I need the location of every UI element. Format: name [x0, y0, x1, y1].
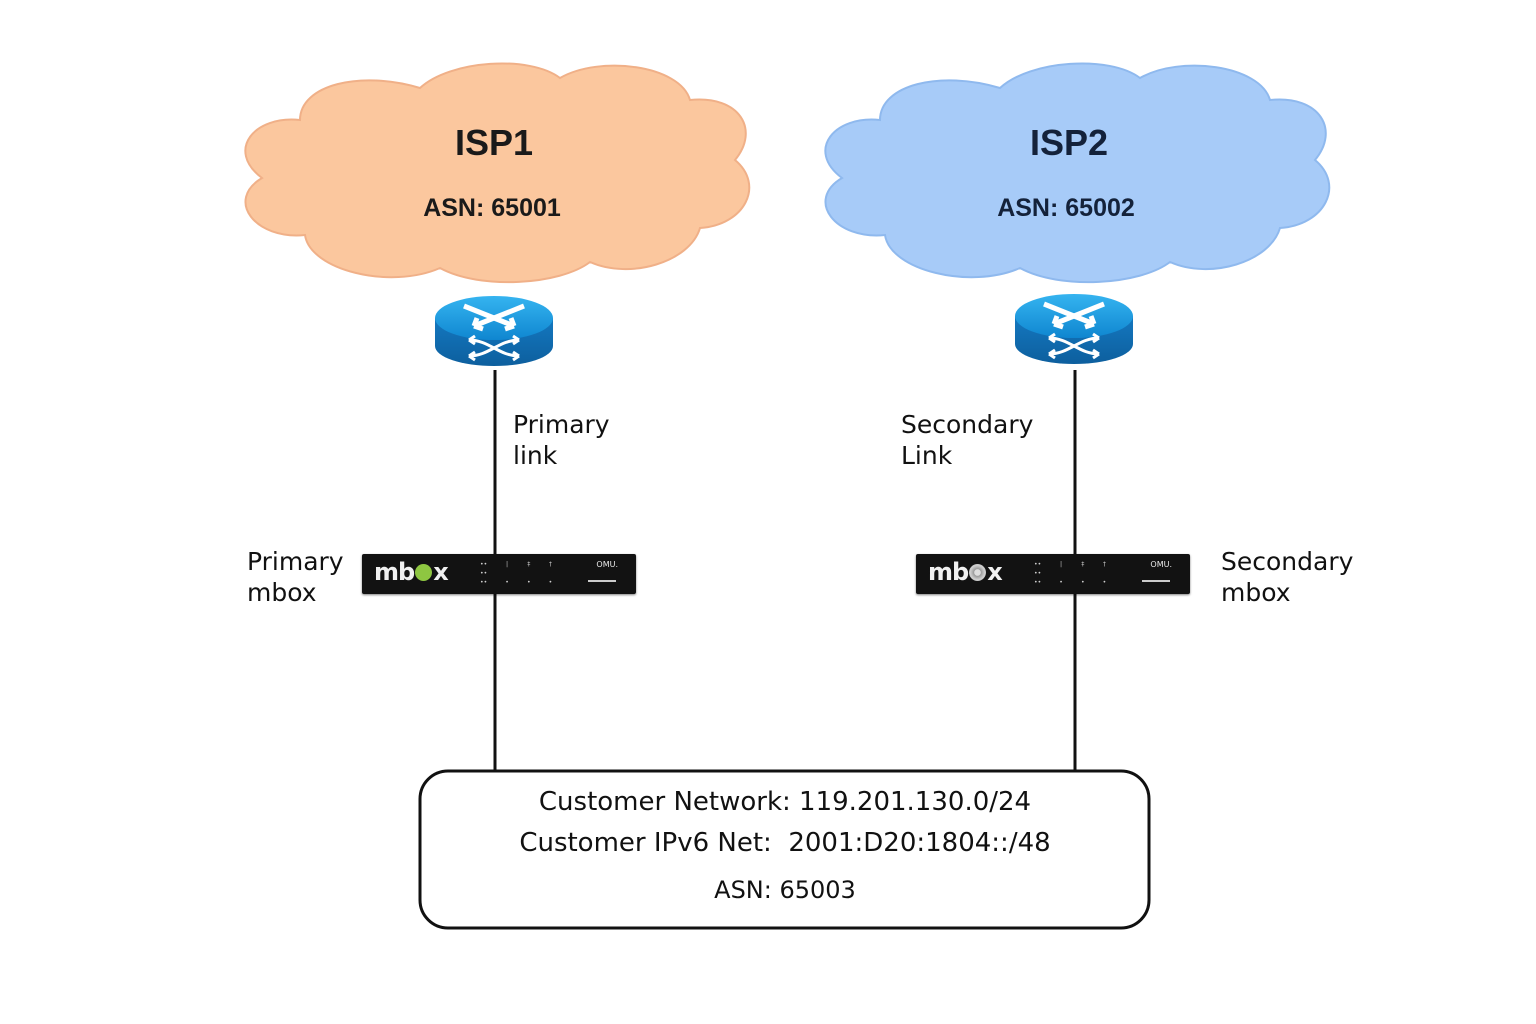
mbox-logo-o-icon: [969, 564, 987, 581]
primary-mbox-label-line2: mbox: [247, 578, 317, 607]
mbox-logo-o-icon: [415, 564, 433, 581]
secondary-mbox-label-line1: Secondary: [1221, 547, 1354, 576]
secondary-link-label-line1: Secondary: [901, 410, 1034, 439]
customer-ipv6-text: Customer IPv6 Net: 2001:D20:1804::/48: [519, 828, 1051, 858]
primary-mbox-label-line1: Primary: [247, 547, 344, 576]
panel-model-label: OMU.: [596, 560, 618, 569]
primary-link-label-line2: link: [513, 441, 558, 470]
secondary-link-label: Secondary Link: [901, 409, 1033, 471]
panel-slot-icon: [588, 580, 616, 582]
customer-asn-text: ASN: 65003: [714, 876, 856, 904]
isp1-router-icon: [435, 296, 553, 366]
isp1-cloud: [244, 62, 751, 284]
primary-mbox-label: Primary mbox: [247, 546, 344, 608]
status-leds-icon: •• | ‡ †•••• • • •: [480, 561, 553, 586]
isp1-name: ISP1: [454, 122, 534, 163]
primary-link-label-line1: Primary: [513, 410, 610, 439]
panel-model-label: OMU.: [1150, 560, 1172, 569]
customer-network-text: Customer Network: 119.201.130.0/24: [538, 787, 1032, 817]
isp1-asn: ASN: 65001: [423, 194, 561, 222]
secondary-mbox-label-line2: mbox: [1221, 578, 1291, 607]
isp2-cloud: [824, 62, 1331, 284]
customer-network-box: [418, 769, 1151, 930]
secondary-link-label-line2: Link: [901, 441, 953, 470]
isp2-name: ISP2: [1029, 122, 1109, 163]
status-leds-icon: •• | ‡ †•••• • • •: [1034, 561, 1107, 586]
secondary-mbox-label: Secondary mbox: [1221, 546, 1353, 608]
isp2-asn: ASN: 65002: [997, 194, 1135, 222]
panel-slot-icon: [1142, 580, 1170, 582]
isp2-router-icon: [1015, 294, 1133, 364]
primary-link-label: Primary link: [513, 409, 610, 471]
